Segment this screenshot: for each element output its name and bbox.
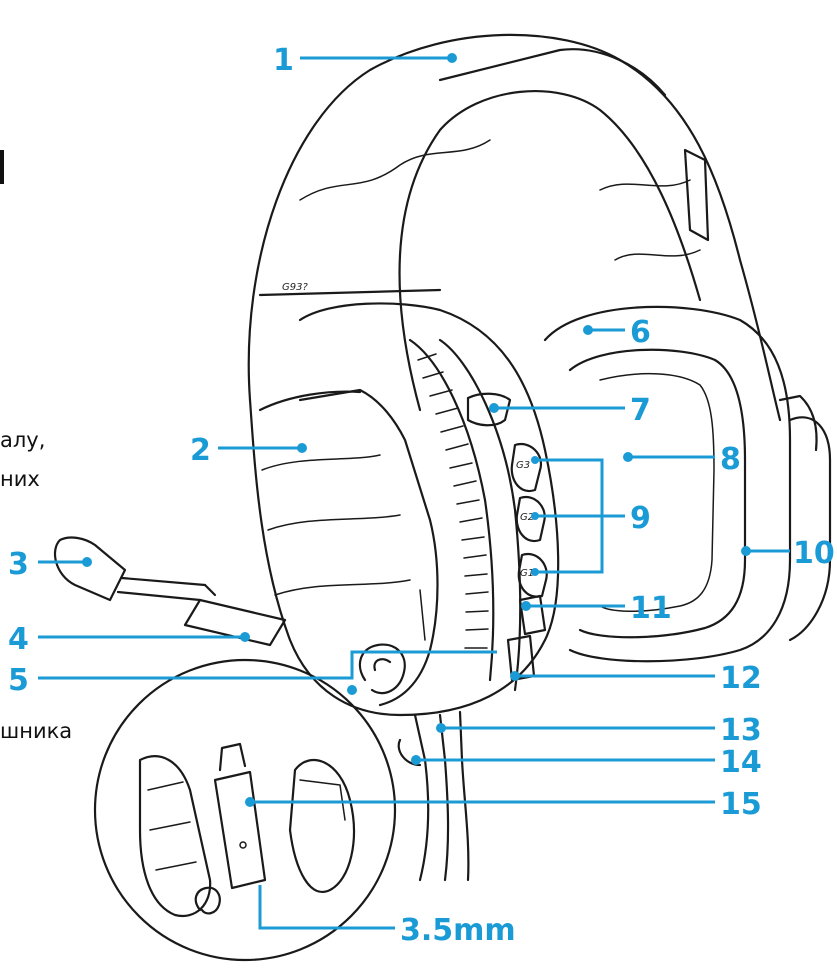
headband: G93? — [247, 33, 782, 422]
button-strip: G3 G2 G1 — [408, 338, 548, 692]
callout-5: 5 — [8, 663, 29, 698]
side-text-line1: алу, — [0, 428, 45, 452]
g2-mark: G2 — [520, 512, 534, 523]
callout-4: 4 — [8, 622, 29, 657]
inset-logo-g-icon — [194, 886, 221, 915]
callout-2: 2 — [190, 433, 211, 468]
callout-13: 13 — [720, 713, 762, 748]
inset-detail — [93, 658, 397, 962]
right-cushion — [543, 305, 832, 663]
callout-12: 12 — [720, 661, 762, 696]
callout-6: 6 — [630, 315, 651, 350]
callout-15: 15 — [720, 787, 762, 822]
model-mark: G93? — [282, 282, 308, 293]
callout-7: 7 — [630, 393, 651, 428]
callout-3-5mm: 3.5mm — [400, 913, 516, 948]
g3-mark: G3 — [516, 460, 530, 471]
callout-3: 3 — [8, 547, 29, 582]
cable — [397, 710, 470, 882]
callout-11: 11 — [630, 591, 672, 626]
left-earcup — [248, 302, 560, 717]
callout-8: 8 — [720, 442, 741, 477]
side-text-edge-mark — [0, 150, 4, 184]
callout-14: 14 — [720, 745, 762, 780]
leader-lines — [38, 53, 790, 930]
callout-1: 1 — [273, 43, 294, 78]
callout-labels: 1 2 3 4 5 6 7 8 9 10 11 12 13 14 15 3.5m… — [8, 43, 835, 948]
callout-9: 9 — [630, 501, 651, 536]
g1-mark: G1 — [520, 568, 534, 579]
side-text-line2: них — [0, 467, 40, 491]
microphone-boom — [53, 536, 287, 647]
usb-adapter — [213, 770, 267, 890]
callout-10: 10 — [793, 536, 835, 571]
side-text-line3: шника — [0, 719, 72, 743]
